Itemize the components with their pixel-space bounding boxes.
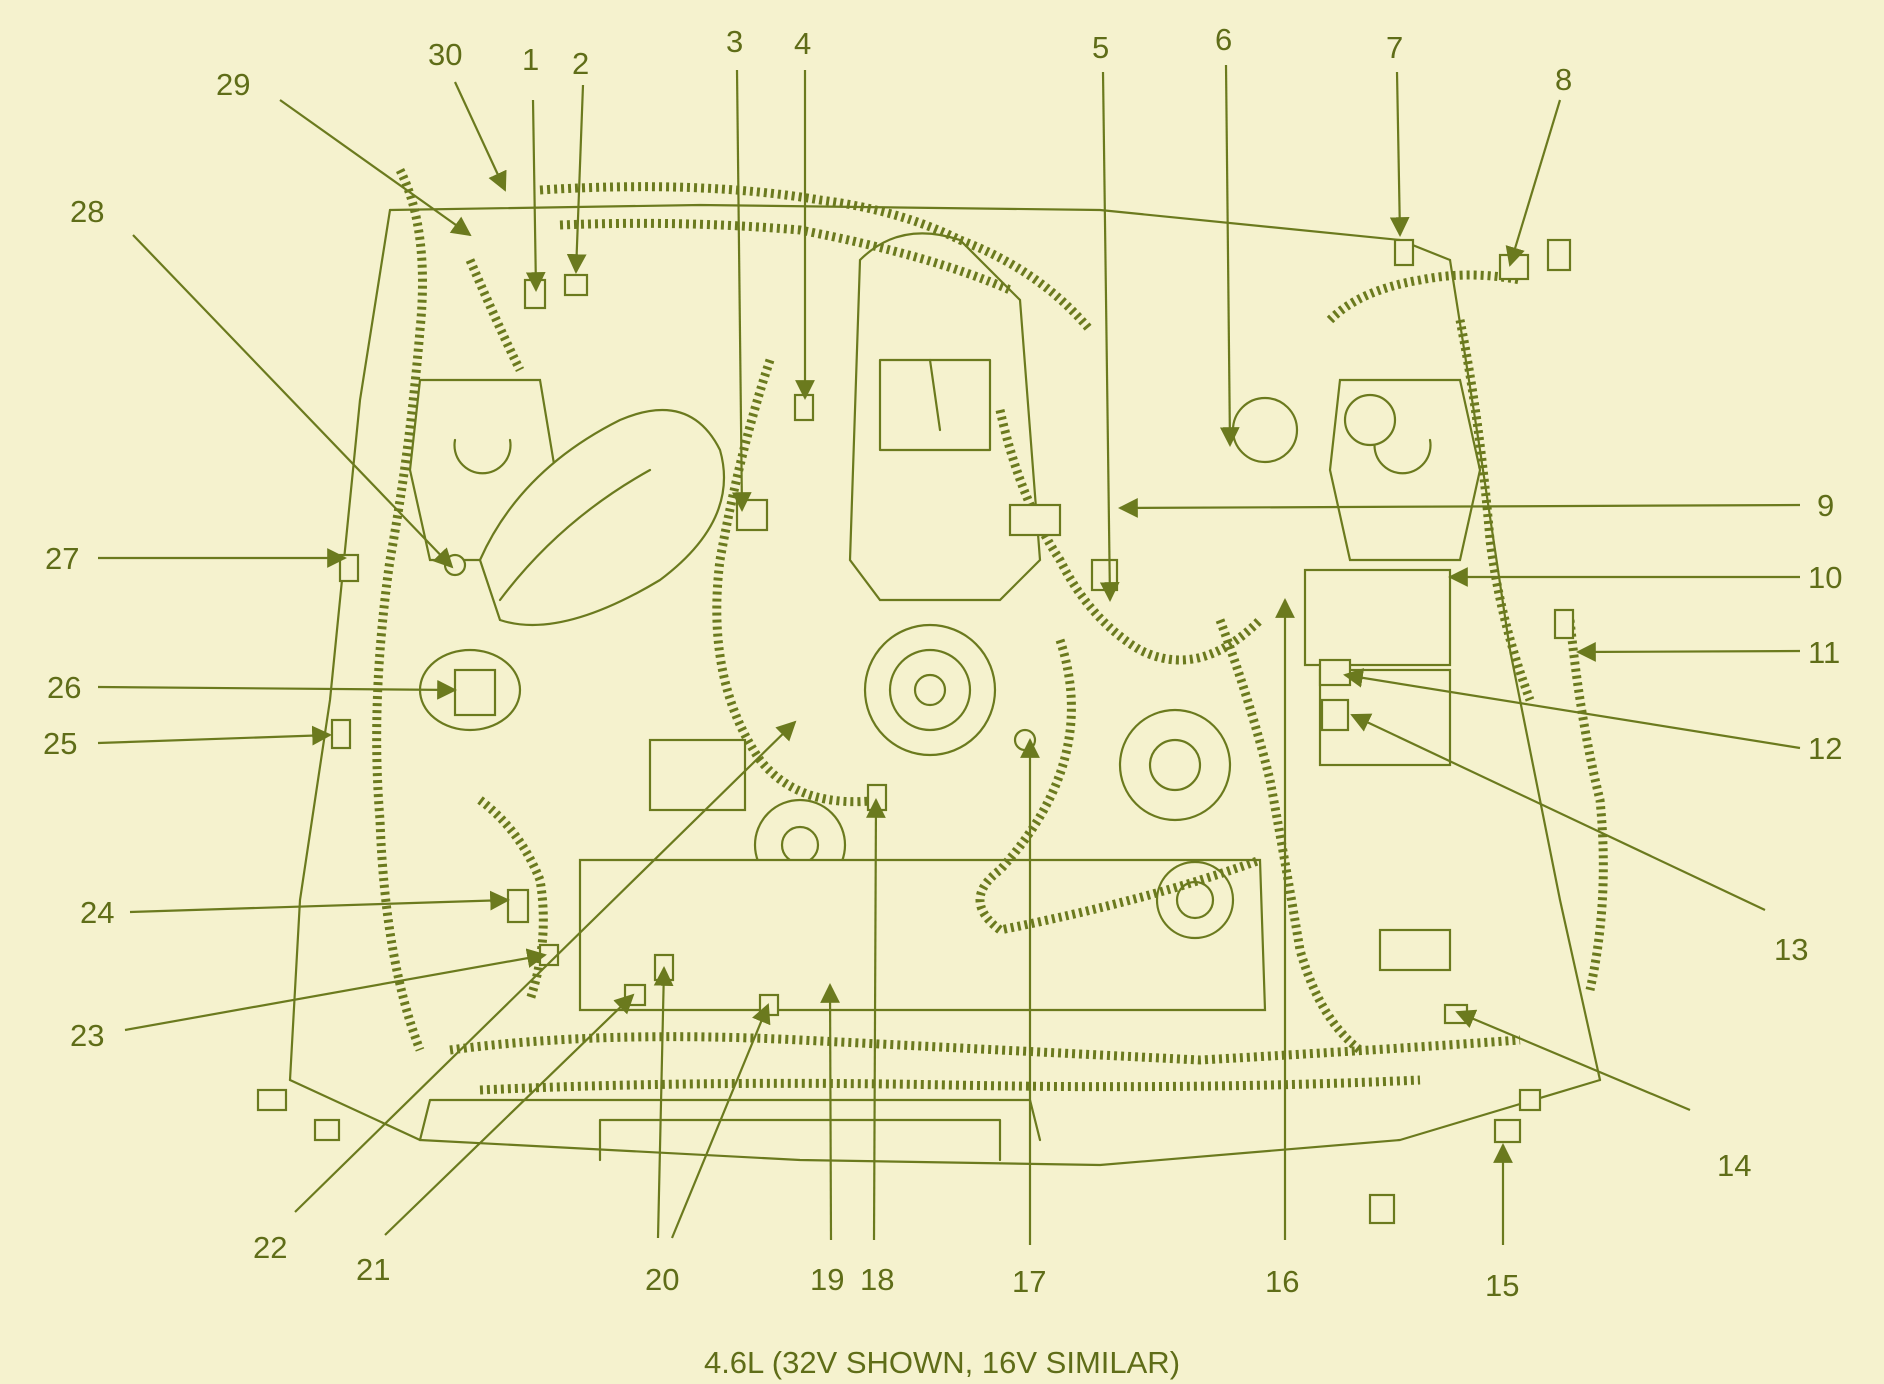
- callout-14: 14: [1717, 1148, 1751, 1183]
- callout-labels: 1 2 3 4 5 6 7 8 9 10 11 12 13 14 15 16 1…: [43, 22, 1842, 1303]
- callout-18: 18: [860, 1262, 894, 1297]
- battery-junction-box: [1303, 568, 1452, 972]
- callout-28: 28: [70, 194, 104, 229]
- master-cylinder: [1231, 393, 1397, 464]
- callout-11: 11: [1808, 635, 1840, 670]
- power-steering-pump: [1118, 708, 1232, 822]
- callout-4: 4: [794, 26, 811, 61]
- air-intake-tube: [478, 408, 726, 626]
- intake-manifold: [848, 232, 1042, 602]
- alternator: [863, 623, 997, 757]
- callout-12: 12: [1808, 731, 1842, 766]
- callout-17: 17: [1012, 1264, 1046, 1299]
- callout-26: 26: [47, 670, 81, 705]
- callout-7: 7: [1386, 30, 1403, 65]
- callout-23: 23: [70, 1018, 104, 1053]
- callout-5: 5: [1092, 30, 1109, 65]
- callout-2: 2: [572, 46, 589, 81]
- callout-21: 21: [356, 1252, 390, 1287]
- callout-29: 29: [216, 67, 250, 102]
- callout-3: 3: [726, 24, 743, 59]
- radiator-support-area: [578, 858, 1267, 1012]
- callout-20: 20: [645, 1262, 679, 1297]
- callout-25: 25: [43, 726, 77, 761]
- callout-27: 27: [45, 541, 79, 576]
- callout-8: 8: [1555, 62, 1572, 97]
- callout-30: 30: [428, 37, 462, 72]
- callout-6: 6: [1215, 22, 1232, 57]
- callout-22: 22: [253, 1230, 287, 1265]
- callout-24: 24: [80, 895, 114, 930]
- callout-1: 1: [522, 42, 539, 77]
- callout-15: 15: [1485, 1268, 1519, 1303]
- callout-9: 9: [1817, 488, 1834, 523]
- callout-19: 19: [810, 1262, 844, 1297]
- wiring-harnesses: [372, 167, 1608, 1095]
- callout-10: 10: [1808, 560, 1842, 595]
- callout-13: 13: [1774, 932, 1808, 967]
- callout-16: 16: [1265, 1264, 1299, 1299]
- diagram-caption: 4.6L (32V SHOWN, 16V SIMILAR): [703, 1345, 1181, 1380]
- leader-arrows: [97, 64, 1801, 1245]
